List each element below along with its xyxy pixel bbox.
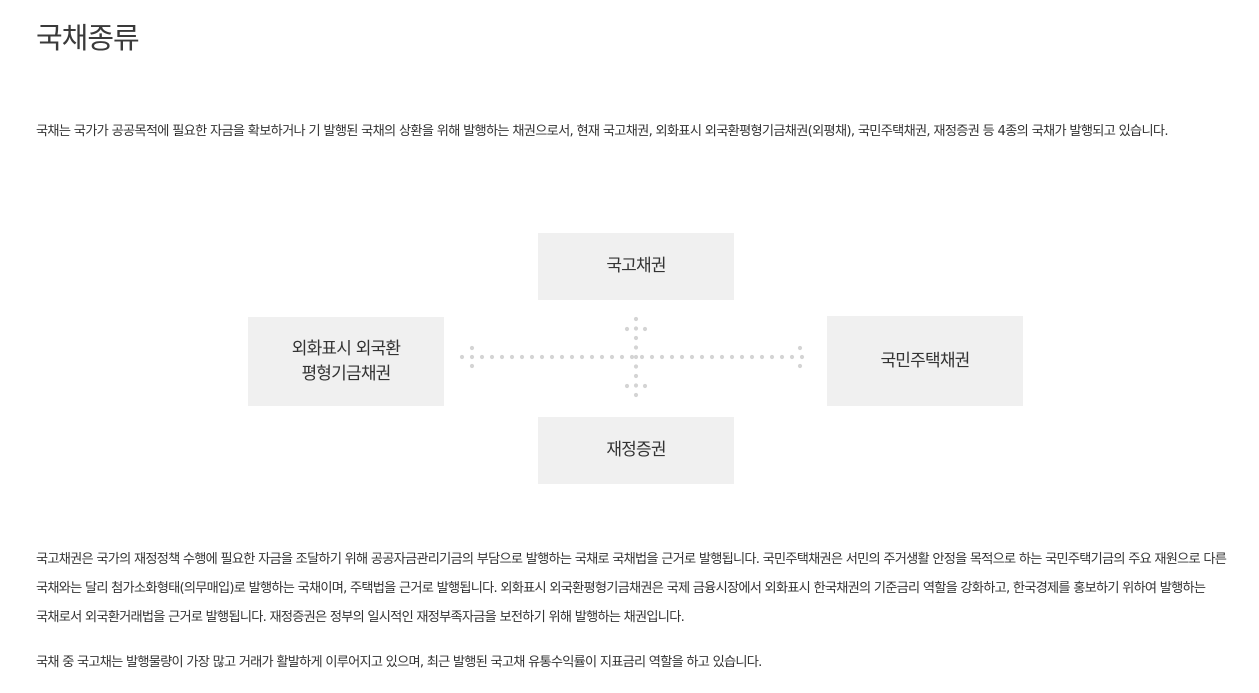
box-treasury-bond: 국고채권 [538,233,734,300]
box-fiscal-bill: 재정증권 [538,417,734,484]
page-title: 국채종류 [36,21,140,55]
box-fx-stabilization-bond-label: 외화표시 외국환 평형기금채권 [291,338,401,384]
box-treasury-bond-label: 국고채권 [606,256,666,276]
box-fx-stabilization-bond: 외화표시 외국환 평형기금채권 [248,317,444,406]
intro-paragraph: 국채는 국가가 공공목적에 필요한 자금을 확보하거나 기 발행된 국채의 상환… [36,124,1169,139]
box-housing-bond-label: 국민주택채권 [880,350,970,371]
description-paragraph: 국고채권은 국가의 재정정책 수행에 필요한 자금을 조달하기 위해 공공자금관… [36,552,1227,625]
box-fiscal-bill-label: 재정증권 [606,440,666,460]
box-housing-bond: 국민주택채권 [827,316,1023,406]
summary-paragraph: 국채 중 국고채는 발행물량이 가장 많고 거래가 활발하게 이루어지고 있으며… [36,655,762,670]
